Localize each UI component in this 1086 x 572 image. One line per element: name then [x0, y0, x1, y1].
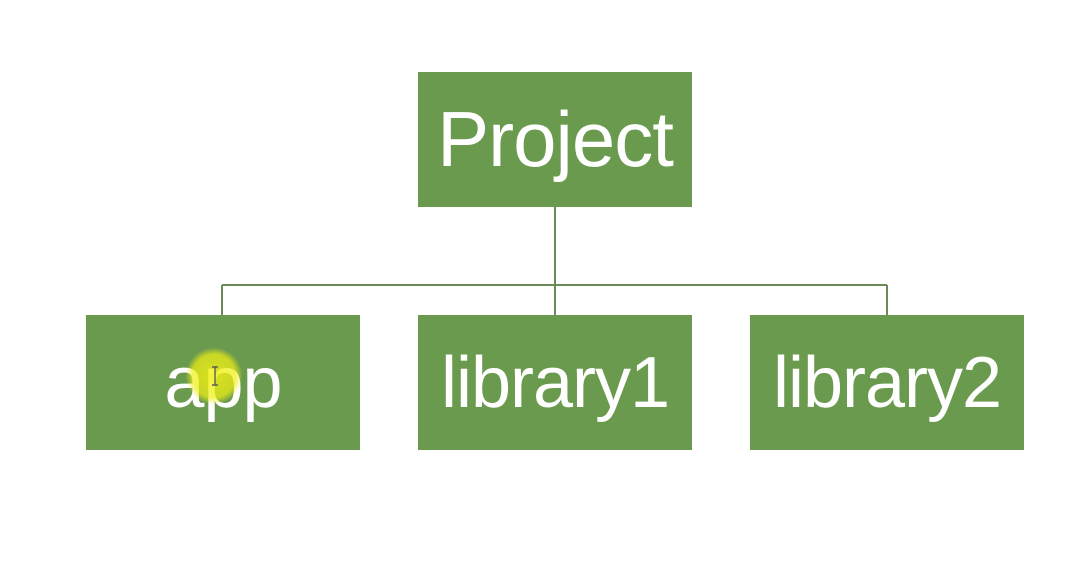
node-app: app	[86, 315, 360, 450]
node-library2-label: library2	[772, 342, 1002, 423]
node-library1: library1	[418, 315, 692, 450]
node-library2: library2	[750, 315, 1024, 450]
node-project: Project	[418, 72, 692, 207]
node-project-label: Project	[437, 95, 674, 183]
node-library1-label: library1	[440, 342, 670, 423]
text-cursor-icon	[212, 366, 218, 386]
node-app-label: app	[164, 342, 282, 423]
